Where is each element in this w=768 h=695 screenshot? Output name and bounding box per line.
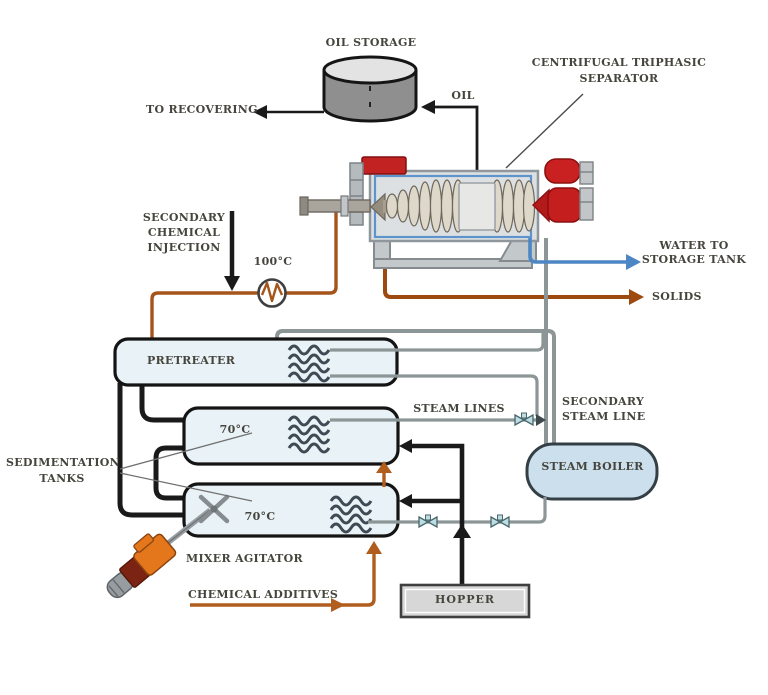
water-to-storage-label: WATER TO STORAGE TANK bbox=[641, 239, 747, 266]
sedimentation-pointer-lines bbox=[119, 432, 253, 502]
tank1-feed-arrowhead bbox=[399, 439, 412, 453]
centrifugal-separator bbox=[299, 156, 594, 269]
separator-motors-right bbox=[531, 158, 594, 223]
solids-line bbox=[383, 248, 644, 305]
boiler-return-pipe bbox=[368, 497, 547, 524]
steam-lines-label: STEAM LINES bbox=[413, 402, 505, 415]
pretreater-label: PRETREATER bbox=[147, 354, 236, 367]
steam-boiler-label: STEAM BOILER bbox=[541, 460, 644, 473]
secondary-chemical-injection-arrow bbox=[224, 211, 240, 291]
separator-inlet-assembly bbox=[299, 162, 371, 226]
steam-boiler-vessel bbox=[525, 442, 659, 501]
oil-arrowhead bbox=[421, 100, 435, 114]
solids-arrowhead bbox=[629, 289, 644, 305]
separator-label: CENTRIFUGAL TRIPHASIC SEPARATOR bbox=[531, 56, 707, 85]
chemical-additives-label: CHEMICAL ADDITIVES bbox=[188, 588, 339, 601]
oil-line bbox=[421, 100, 479, 172]
pretreater-to-tank2-pipe bbox=[117, 383, 188, 518]
separator-pointer-line bbox=[505, 93, 584, 169]
feed-line-brown bbox=[150, 206, 338, 341]
secondary-steam-line-label: SECONDARY STEAM LINE bbox=[562, 395, 646, 423]
separator-collar bbox=[458, 182, 496, 231]
agitator-motor bbox=[106, 533, 177, 599]
to-recovering-line bbox=[253, 105, 324, 119]
tank2-feed-arrowhead bbox=[399, 494, 412, 508]
sedimentation-tanks-label: SEDIMENTATION TANKS bbox=[6, 456, 121, 485]
to-recovering-label: TO RECOVERING bbox=[146, 103, 258, 116]
pretreater-coil-bottom-pipe bbox=[330, 374, 539, 416]
separator-motor-left bbox=[361, 156, 407, 175]
tank1-to-tank2-pipe bbox=[153, 445, 188, 501]
steam-network bbox=[275, 238, 556, 446]
mixer-agitator-label: MIXER AGITATOR bbox=[186, 552, 303, 565]
steam-supply-to-pretreater bbox=[275, 329, 556, 446]
chemical-additives-line bbox=[190, 461, 392, 612]
pretreater-coil-top-pipe bbox=[330, 333, 545, 352]
separator-base bbox=[373, 239, 537, 269]
hx-temp-label: 100°C bbox=[253, 255, 293, 268]
pretreater-vessel bbox=[113, 337, 399, 387]
hopper-feed-lines bbox=[399, 439, 471, 588]
secondary-chemical-injection-label: SECONDARY CHEMICAL INJECTION bbox=[142, 211, 226, 254]
pretreater-to-tank1-pipe bbox=[139, 383, 188, 423]
oil-storage-label: OIL STORAGE bbox=[325, 36, 417, 49]
oil-label: OIL bbox=[451, 89, 475, 102]
tank2-temp-label: 70°C bbox=[244, 510, 276, 523]
tank-interconnect-pipes bbox=[117, 383, 188, 518]
solids-label: SOLIDS bbox=[652, 290, 702, 303]
heat-exchanger-symbol bbox=[257, 278, 287, 308]
hopper-box bbox=[399, 583, 531, 619]
separator-screw bbox=[370, 179, 536, 233]
tank1-temp-label: 70°C bbox=[219, 423, 251, 436]
oil-storage-tank bbox=[322, 55, 418, 123]
intertank-arrowhead bbox=[376, 461, 392, 473]
water-arrowhead bbox=[626, 254, 641, 270]
hopper-up-arrowhead bbox=[453, 524, 471, 538]
to-recovering-arrowhead bbox=[253, 105, 267, 119]
hopper-label: HOPPER bbox=[434, 593, 496, 606]
steam-lines-arrowhead bbox=[536, 414, 546, 426]
steam-branches bbox=[330, 333, 547, 524]
tank2-chem-arrowhead bbox=[366, 541, 382, 554]
mixer-agitator bbox=[106, 494, 230, 599]
water-line bbox=[528, 238, 641, 270]
